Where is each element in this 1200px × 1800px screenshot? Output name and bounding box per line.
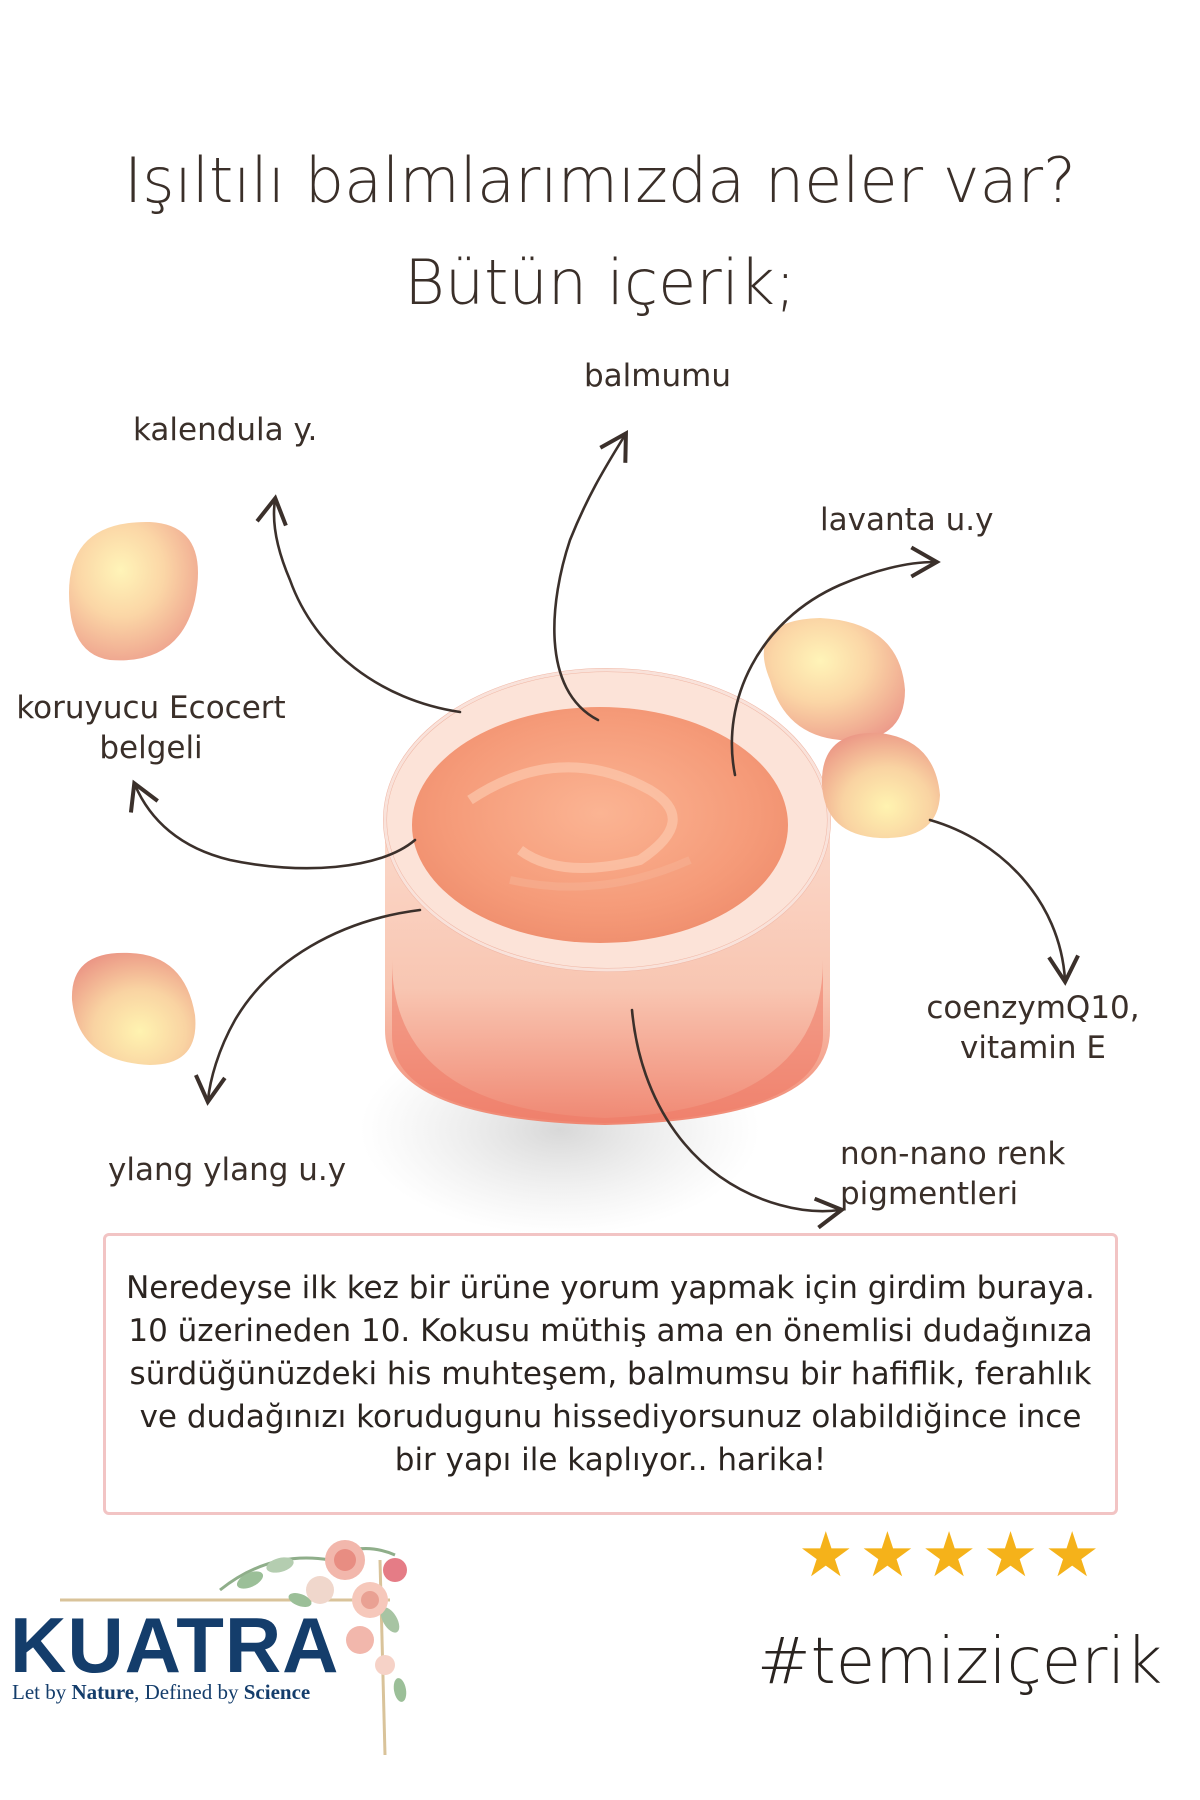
arrow-pigment xyxy=(630,1008,846,1230)
star-icon: ★ xyxy=(1044,1518,1100,1591)
heading-line-2: Bütün içerik; xyxy=(404,246,796,319)
label-pigment-line-1: non-nano renk xyxy=(840,1136,1066,1172)
rose-petal-right-lower xyxy=(821,732,940,839)
tagline-part-4: Science xyxy=(243,1680,311,1704)
arrow-lavanta xyxy=(730,545,941,777)
arrow-coenzym xyxy=(928,818,1080,986)
review-text: Neredeyse ilk kez bir ürüne yorum yapmak… xyxy=(126,1269,1095,1478)
star-rating: ★ ★ ★ ★ ★ xyxy=(798,1524,1100,1586)
tagline-part-1: Let by xyxy=(12,1680,72,1704)
label-ylang: ylang ylang u.y xyxy=(108,1152,347,1188)
label-lavanta: lavanta u.y xyxy=(820,502,994,538)
arrow-balmumu xyxy=(553,429,629,722)
label-coenzym: coenzymQ10, vitamin E xyxy=(918,988,1148,1069)
arrow-kalendula xyxy=(255,494,462,714)
floral-decoration xyxy=(60,1540,407,1756)
label-coenzym-line-2: vitamin E xyxy=(959,1030,1106,1067)
label-kalendula: kalendula y. xyxy=(133,412,318,448)
rose-petal-top-left xyxy=(69,521,198,661)
label-koruyucu-line-1: koruyucu Ecocert xyxy=(16,690,286,726)
star-icon: ★ xyxy=(921,1518,977,1591)
balm-jar xyxy=(383,668,831,1125)
arrow-koruyucu xyxy=(128,779,417,870)
tagline-part-2: Nature xyxy=(71,1680,135,1704)
label-pigment: non-nano renk pigmentleri xyxy=(840,1134,1065,1215)
label-coenzym-line-1: coenzymQ10, xyxy=(926,990,1140,1026)
star-icon: ★ xyxy=(859,1518,916,1591)
label-koruyucu: koruyucu Ecocert belgeli xyxy=(6,688,296,769)
star-icon: ★ xyxy=(798,1518,854,1591)
brand-tagline: Let by Nature, Defined by Science xyxy=(12,1680,310,1705)
review-box: Neredeyse ilk kez bir ürüne yorum yapmak… xyxy=(103,1233,1118,1515)
star-icon: ★ xyxy=(982,1518,1039,1591)
tagline-part-3: , Defined by xyxy=(134,1680,244,1704)
rose-petal-bottom-left xyxy=(71,952,196,1065)
label-pigment-line-2: pigmentleri xyxy=(840,1176,1019,1213)
brand-logo: KUATRA xyxy=(10,1601,340,1689)
label-balmumu: balmumu xyxy=(584,358,731,394)
label-koruyucu-line-2: belgeli xyxy=(99,730,203,767)
hashtag: #temiziçerik xyxy=(757,1625,1163,1699)
rose-petal-right-upper xyxy=(763,618,905,741)
heading-line-1: Işıltılı balmlarımızda neler var? xyxy=(124,144,1076,217)
arrow-ylang xyxy=(194,908,422,1106)
